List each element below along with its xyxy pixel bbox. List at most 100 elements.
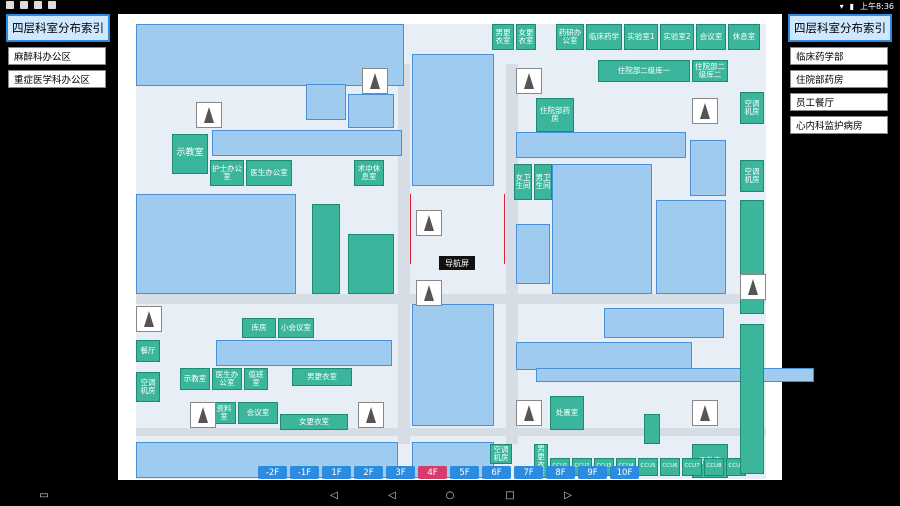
map-room[interactable] [212, 130, 402, 156]
map-room[interactable] [516, 132, 686, 158]
corridor [398, 64, 410, 444]
room-label[interactable]: 小会议室 [278, 318, 314, 338]
map-room[interactable] [412, 54, 494, 186]
elevator-icon [516, 400, 542, 426]
room-label[interactable]: 会议室 [696, 24, 726, 50]
dept-item[interactable]: 重症医学科办公区 [8, 70, 106, 88]
room-label[interactable]: 示教室 [172, 134, 208, 174]
map-room[interactable] [306, 84, 346, 120]
map-room[interactable] [412, 304, 494, 426]
system-navbar: ▭ ◁ ◁ ○ □ ▷ [0, 484, 900, 506]
map-room[interactable] [216, 340, 392, 366]
elevator-icon [740, 274, 766, 300]
map-room[interactable] [552, 164, 652, 294]
elevator-icon [362, 68, 388, 94]
elevator-icon [358, 402, 384, 428]
room-label[interactable]: 餐厅 [136, 340, 160, 362]
dept-item[interactable]: 临床药学部 [790, 47, 888, 65]
room-label[interactable]: 空调机房 [740, 160, 764, 192]
map-room-green[interactable] [348, 234, 394, 294]
room-label[interactable]: 药研办公室 [556, 24, 584, 50]
elevator-icon [190, 402, 216, 428]
map-room[interactable] [604, 308, 724, 338]
room-label[interactable]: 男卫生间 [534, 164, 552, 200]
room-label[interactable]: 值班室 [244, 368, 268, 390]
floor-button[interactable]: 8F [546, 466, 575, 479]
room-label[interactable]: 实验室2 [660, 24, 694, 50]
home-icon[interactable]: ○ [445, 489, 455, 501]
dept-item[interactable]: 麻醉科办公区 [8, 47, 106, 65]
route-line [410, 194, 411, 264]
floor-button[interactable]: 7F [514, 466, 543, 479]
room-label[interactable]: 会议室 [238, 402, 278, 424]
room-label[interactable]: 住院部二级库一 [598, 60, 690, 82]
floor-button[interactable]: -1F [290, 466, 319, 479]
room-label[interactable]: 临床药学 [586, 24, 622, 50]
map-room-green[interactable] [312, 204, 340, 294]
room-label[interactable]: 女卫生间 [514, 164, 532, 200]
floor-button[interactable]: 1F [322, 466, 351, 479]
floor-button[interactable]: -2F [258, 466, 287, 479]
room-label[interactable]: 处置室 [550, 396, 584, 430]
elevator-icon [516, 68, 542, 94]
battery-icon: ▮ [849, 2, 855, 11]
dept-item[interactable]: 住院部药房 [790, 70, 888, 88]
route-line [504, 194, 505, 264]
room-label[interactable]: 女更衣室 [280, 414, 348, 430]
status-bar: ▾ ▮ 上午8:36 [0, 0, 900, 12]
map-room[interactable] [516, 342, 692, 370]
elevator-icon [692, 400, 718, 426]
room-label[interactable]: 医生办公室 [246, 160, 292, 186]
corridor [136, 294, 766, 304]
notification-icon [6, 1, 14, 9]
map-room-green[interactable] [644, 414, 660, 444]
room-label[interactable]: 示教室 [180, 368, 210, 390]
floor-button[interactable]: 10F [610, 466, 639, 479]
room-label[interactable]: 空调机房 [740, 92, 764, 124]
recents-icon[interactable]: □ [505, 489, 515, 501]
ccu-room[interactable]: CCU8 [704, 458, 724, 476]
floor-map: 示教室 护士办公室 医生办公室 术中休息室 库房 小会议室 餐厅 空调机房 示教… [118, 14, 814, 480]
dept-item[interactable]: 员工餐厅 [790, 93, 888, 111]
volume-down-icon[interactable]: ◁ [330, 489, 338, 501]
floor-button[interactable]: 9F [578, 466, 607, 479]
ccu-room[interactable]: CCU5 [638, 458, 658, 476]
room-label[interactable]: 医生办公室 [212, 368, 242, 390]
floor-button[interactable]: 5F [450, 466, 479, 479]
room-label[interactable]: 空调机房 [490, 444, 512, 464]
room-label[interactable]: 护士办公室 [210, 160, 244, 186]
right-index-panel: 四层科室分布索引 临床药学部 住院部药房 员工餐厅 心内科监护病房 [788, 14, 892, 481]
map-room[interactable] [690, 140, 726, 196]
volume-up-icon[interactable]: ▷ [564, 489, 572, 501]
map-room-green[interactable] [740, 324, 764, 474]
dept-item[interactable]: 心内科监护病房 [790, 116, 888, 134]
floor-button[interactable]: 2F [354, 466, 383, 479]
elevator-icon [416, 280, 442, 306]
floor-button[interactable]: 4F [418, 466, 447, 479]
screenshot-icon[interactable]: ▭ [39, 489, 49, 501]
nav-screen-marker: 导航屏 [439, 256, 475, 270]
map-room[interactable] [136, 24, 404, 86]
room-label[interactable]: 实验室1 [624, 24, 658, 50]
ccu-room[interactable]: CCU7 [682, 458, 702, 476]
map-room[interactable] [348, 94, 394, 128]
room-label[interactable]: 库房 [242, 318, 276, 338]
room-label[interactable]: 男更衣室 [292, 368, 352, 386]
room-label[interactable]: 住院部药房 [536, 98, 574, 132]
map-room[interactable] [136, 194, 296, 294]
back-icon[interactable]: ◁ [388, 489, 396, 501]
room-label[interactable]: 住院部二级库二 [692, 60, 728, 82]
elevator-icon [196, 102, 222, 128]
floor-button[interactable]: 3F [386, 466, 415, 479]
ccu-room[interactable]: CCU6 [660, 458, 680, 476]
room-label[interactable]: 休息室 [728, 24, 760, 50]
room-label[interactable]: 术中休息室 [354, 160, 384, 186]
elevator-icon [692, 98, 718, 124]
map-room[interactable] [656, 200, 726, 294]
room-label[interactable]: 空调机房 [136, 372, 160, 402]
map-room[interactable] [516, 224, 550, 284]
room-label[interactable]: 男更衣室 [492, 24, 514, 50]
room-label[interactable]: 女更衣室 [516, 24, 536, 50]
floor-button[interactable]: 6F [482, 466, 511, 479]
